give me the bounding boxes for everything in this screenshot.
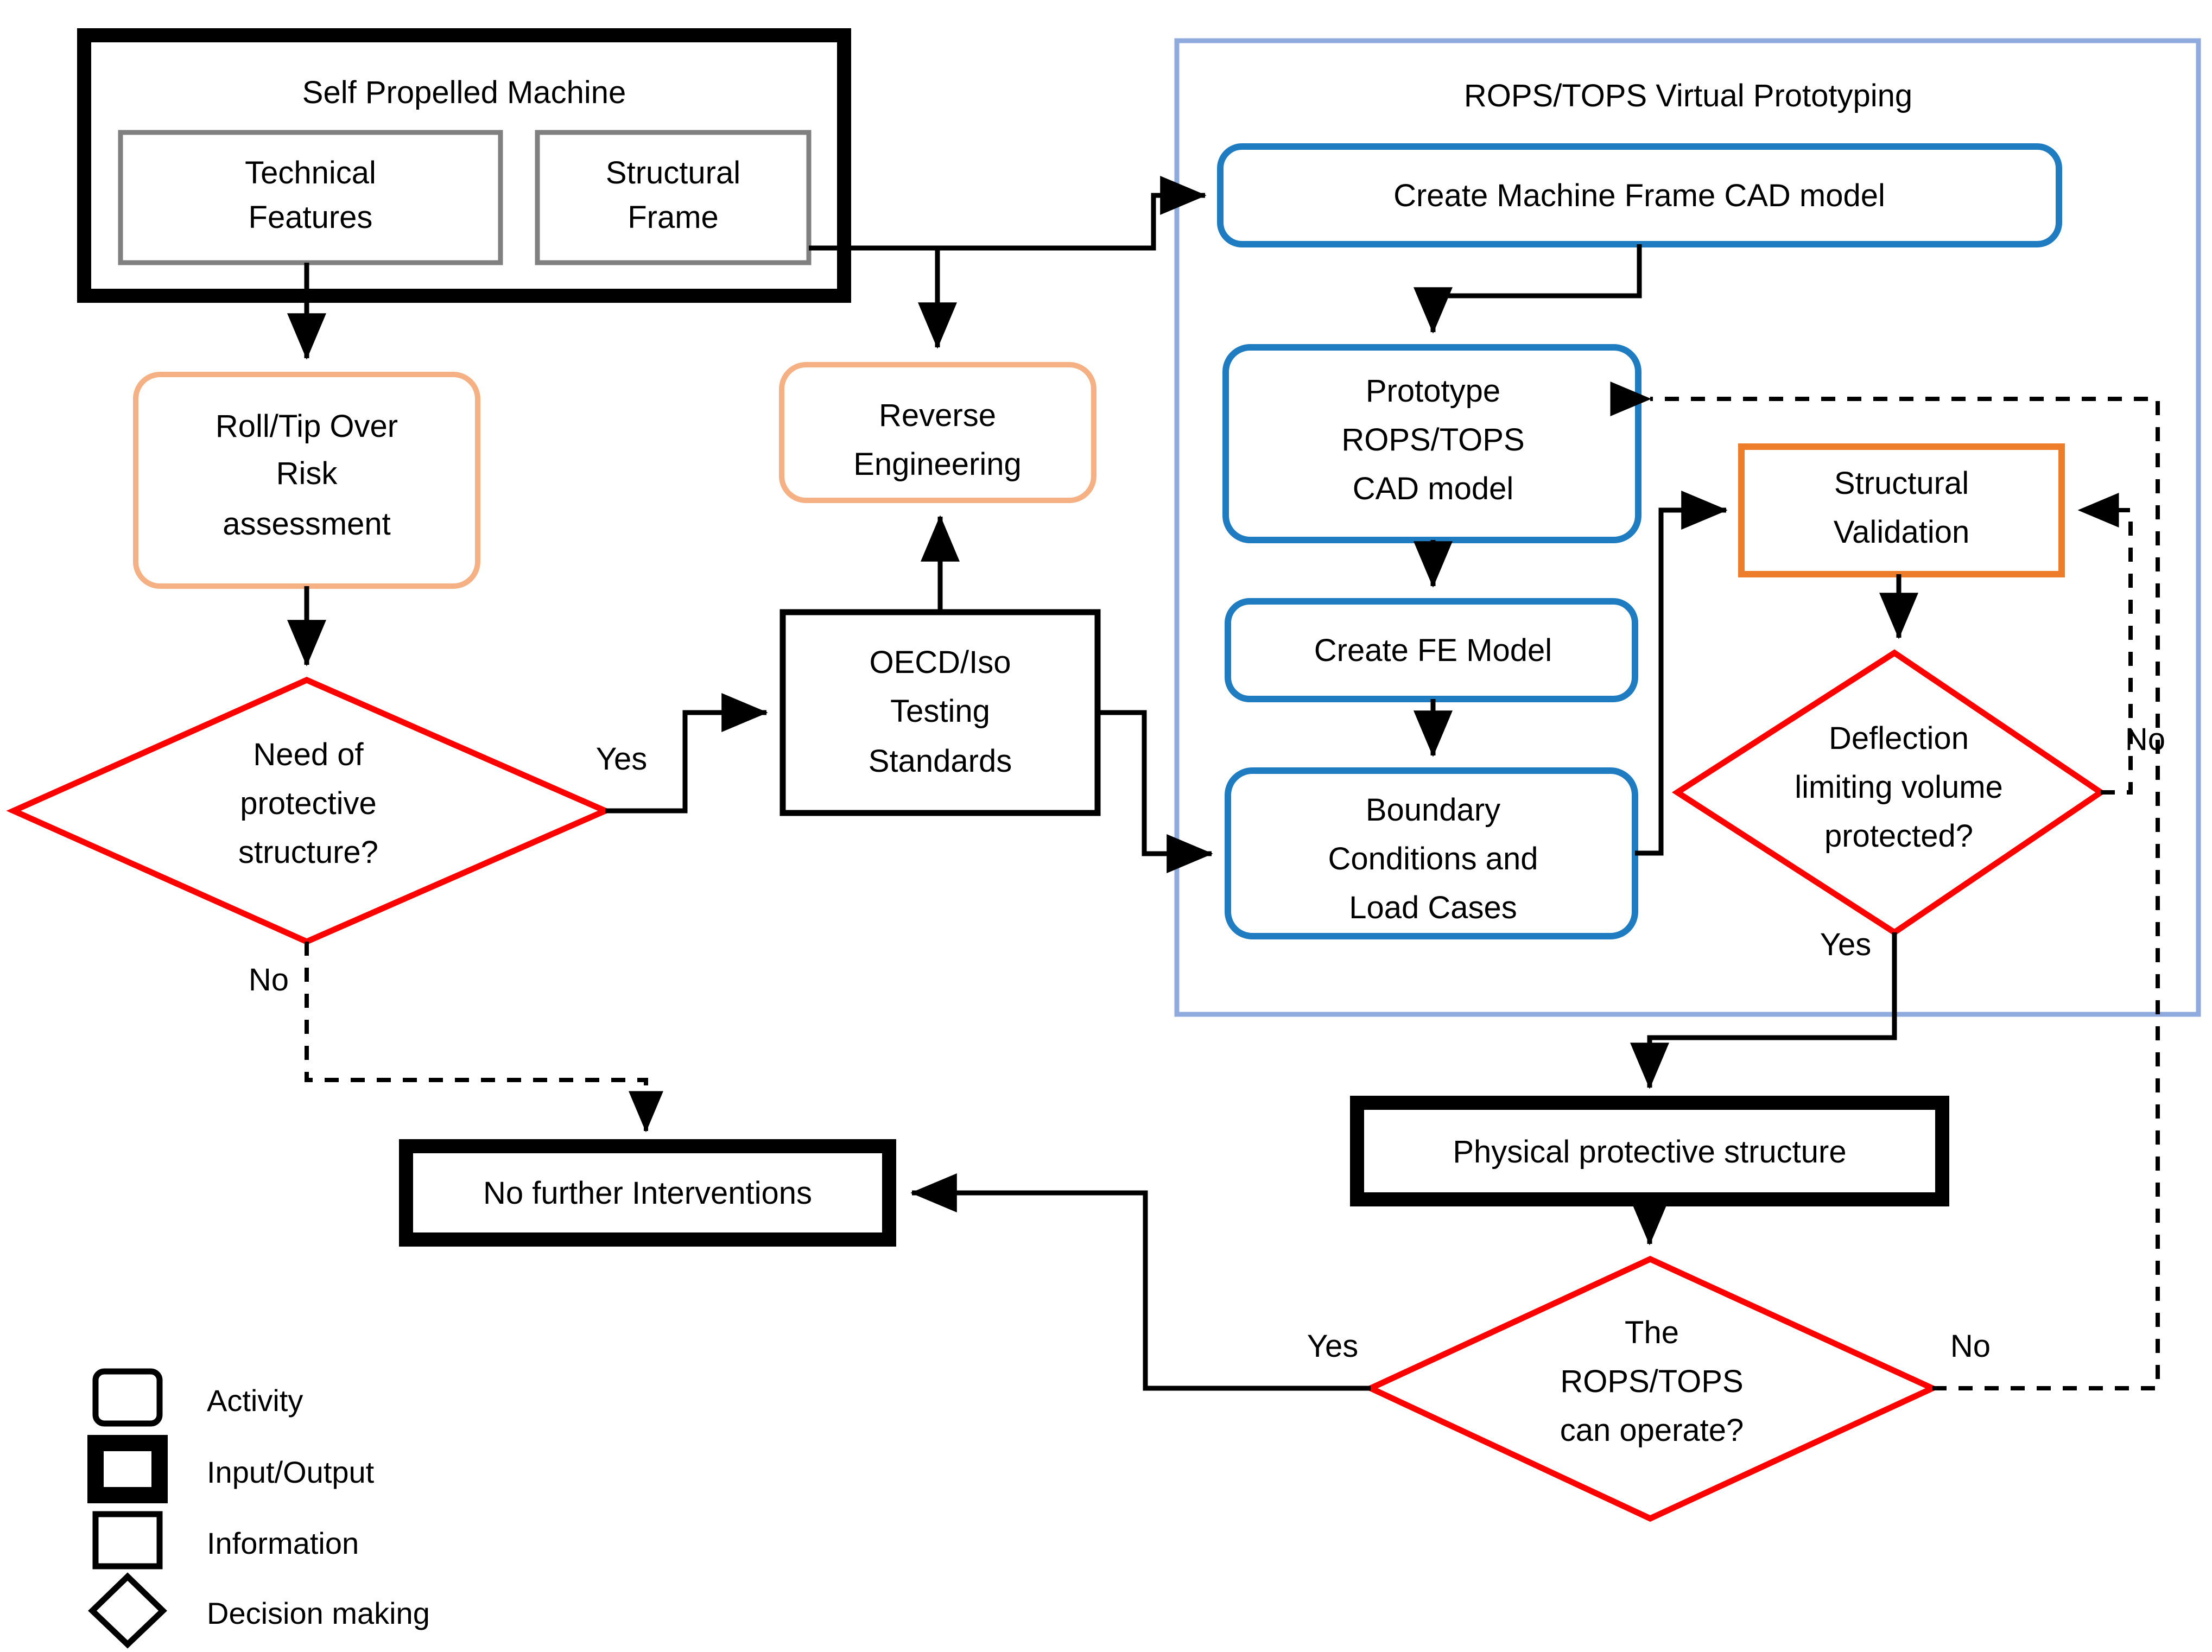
need-protective-label-line1: Need of bbox=[253, 737, 364, 772]
deflection-label-line3: protected? bbox=[1824, 818, 1973, 854]
create-fe-model-label: Create FE Model bbox=[1314, 633, 1552, 668]
roll-tip-label-line1: Roll/Tip Over bbox=[216, 409, 398, 444]
edge-operate-yes-to-nofurther bbox=[910, 1173, 1371, 1391]
edge-label-deflection-no: No bbox=[2125, 722, 2165, 757]
legend-label-decision: Decision making bbox=[207, 1596, 430, 1630]
legend-icon-decision bbox=[88, 1572, 167, 1649]
legend-icon-activity bbox=[92, 1368, 163, 1427]
technical-features-box bbox=[118, 130, 503, 265]
boundary-label-line3: Load Cases bbox=[1349, 890, 1517, 925]
legend-label-information: Information bbox=[207, 1526, 359, 1560]
rops-tops-can-operate-diamond bbox=[1363, 1255, 1940, 1522]
deflection-label-line1: Deflection bbox=[1829, 721, 1969, 756]
rops-group-title: ROPS/TOPS Virtual Prototyping bbox=[1464, 78, 1912, 113]
physical-protective-structure-label: Physical protective structure bbox=[1453, 1134, 1846, 1170]
edge-label-operate-yes: Yes bbox=[1307, 1329, 1359, 1364]
create-machine-frame-cad-label: Create Machine Frame CAD model bbox=[1393, 178, 1885, 213]
edge-boundary-to-structuralvalidation bbox=[1635, 491, 1728, 856]
edge-need-no-to-nofurther bbox=[305, 942, 663, 1133]
edge-structuralframe-to-createcad bbox=[809, 176, 1207, 251]
physical-protective-structure-box bbox=[1350, 1096, 1949, 1206]
self-propelled-machine-title: Self Propelled Machine bbox=[302, 75, 626, 110]
rops-operate-label-line1: The bbox=[1625, 1315, 1679, 1350]
legend-icon-information bbox=[92, 1511, 163, 1570]
prototype-label-line3: CAD model bbox=[1353, 471, 1514, 506]
edge-operate-no-loop bbox=[1649, 382, 2160, 1390]
edge-need-yes-to-oecd bbox=[605, 693, 768, 814]
roll-tip-label-line2: Risk bbox=[276, 456, 338, 491]
technical-features-label-line1: Technical bbox=[245, 155, 376, 190]
structural-frame-label-line1: Structural bbox=[606, 155, 740, 190]
edge-createcad-to-prototype bbox=[1414, 244, 1642, 334]
boundary-label-line1: Boundary bbox=[1366, 792, 1500, 828]
legend-icon-input-output bbox=[87, 1435, 168, 1503]
prototype-label-line1: Prototype bbox=[1366, 373, 1500, 409]
need-protective-label-line2: protective bbox=[240, 786, 376, 821]
edge-deflection-no-loop bbox=[2077, 493, 2133, 795]
edge-label-operate-no: No bbox=[1950, 1329, 1991, 1364]
structural-frame-box bbox=[535, 130, 812, 265]
technical-features-label-line2: Features bbox=[249, 200, 373, 235]
boundary-label-line2: Conditions and bbox=[1328, 841, 1538, 876]
structural-validation-label-line2: Validation bbox=[1834, 514, 1969, 550]
deflection-label-line2: limiting volume bbox=[1795, 770, 2003, 805]
structural-validation-label-line1: Structural bbox=[1834, 466, 1969, 501]
roll-tip-label-line3: assessment bbox=[223, 506, 390, 542]
edge-deflection-yes-to-physical bbox=[1630, 932, 1897, 1089]
reverse-engineering-box bbox=[779, 362, 1097, 503]
rops-operate-label-line2: ROPS/TOPS bbox=[1560, 1364, 1743, 1399]
oecd-label-line3: Standards bbox=[869, 744, 1012, 779]
edge-label-deflection-yes: Yes bbox=[1820, 927, 1872, 962]
rops-group-panel bbox=[1174, 38, 2201, 1017]
need-protective-label-line3: structure? bbox=[238, 835, 378, 870]
structural-frame-label-line2: Frame bbox=[628, 200, 719, 235]
oecd-label-line2: Testing bbox=[890, 694, 990, 729]
reverse-engineering-label-line2: Engineering bbox=[853, 447, 1022, 482]
legend: Activity Input/Output Information Decisi… bbox=[87, 1368, 430, 1649]
no-further-interventions-label: No further Interventions bbox=[483, 1176, 812, 1211]
edge-label-need-no: No bbox=[249, 962, 289, 997]
legend-label-activity: Activity bbox=[207, 1383, 303, 1418]
edge-label-need-yes: Yes bbox=[596, 741, 648, 777]
rops-operate-label-line3: can operate? bbox=[1560, 1413, 1744, 1448]
legend-label-input-output: Input/Output bbox=[207, 1455, 375, 1489]
reverse-engineering-label-line1: Reverse bbox=[879, 398, 996, 433]
edge-oecd-to-boundary bbox=[1098, 710, 1213, 873]
structural-validation-box bbox=[1738, 443, 2065, 577]
oecd-label-line1: OECD/Iso bbox=[869, 645, 1011, 680]
no-further-interventions-box bbox=[399, 1139, 896, 1247]
prototype-label-line2: ROPS/TOPS bbox=[1341, 422, 1524, 458]
